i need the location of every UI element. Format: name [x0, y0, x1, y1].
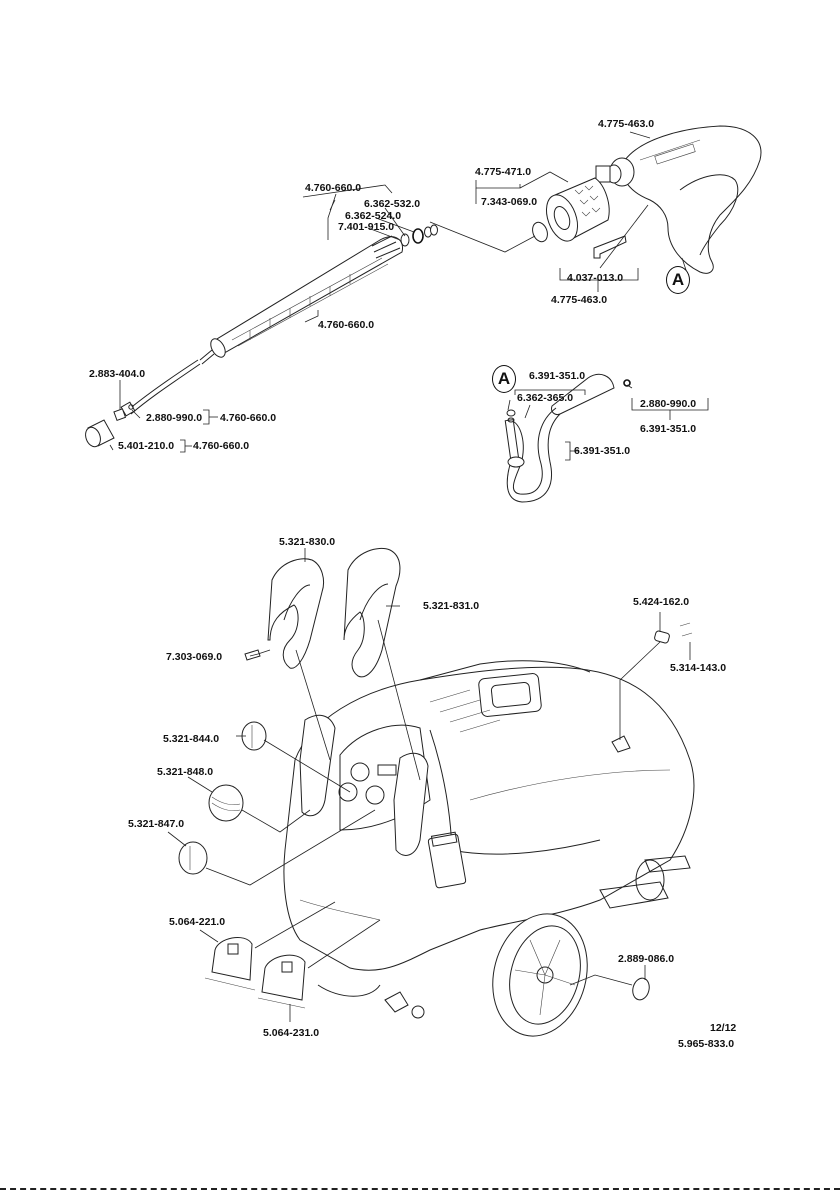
label-knob-1: 5.321-844.0 [163, 733, 220, 745]
label-wheel-cap: 2.889-086.0 [618, 953, 675, 965]
label-gun: 4.775-463.0 [598, 118, 655, 130]
label-lance: 4.760-660.0 [305, 182, 362, 194]
hose-holder-right [343, 547, 401, 678]
callout-a-gun: A [666, 266, 690, 294]
label-trigger-lock: 4.037-013.0 [567, 272, 624, 284]
wheel-cap [632, 977, 650, 1001]
latch [654, 622, 693, 644]
label-pin: 5.314-143.0 [670, 662, 727, 674]
grip-sleeve [545, 177, 610, 242]
hose-o-ring [623, 379, 631, 387]
knob-2 [208, 784, 244, 822]
label-latch: 5.424-162.0 [633, 596, 690, 608]
hose-holder-left [267, 558, 325, 669]
page-number: 12/12 [710, 1022, 737, 1034]
label-holder-right: 5.321-831.0 [423, 600, 480, 612]
label-nozzle-cap: 5.401-210.0 [118, 440, 175, 452]
hose [504, 373, 615, 503]
document-number: 5.965-833.0 [678, 1038, 735, 1050]
label-knob-2: 5.321-848.0 [157, 766, 214, 778]
nozzle-o-ring [128, 404, 134, 410]
label-knob-3: 5.321-847.0 [128, 818, 185, 830]
seals [400, 224, 438, 247]
label-hose-o-ring: 2.880-990.0 [640, 398, 697, 410]
machine-body [283, 660, 695, 1019]
label-lance-body: 4.760-660.0 [318, 319, 375, 331]
label-holder-left: 5.321-830.0 [279, 536, 336, 548]
label-hose: 6.391-351.0 [529, 370, 586, 382]
label-o-ring-1: 6.362-524.0 [345, 210, 402, 222]
label-o-ring-2: 7.401-915.0 [338, 221, 395, 233]
callout-a-hose: A [492, 365, 516, 393]
label-nozzle-o-ring-ref: 4.760-660.0 [220, 412, 277, 424]
spray-gun [595, 125, 762, 274]
wheel [492, 913, 588, 1037]
nozzle-insert [113, 408, 127, 422]
label-gun-kit: 4.775-463.0 [551, 294, 608, 306]
circlip [532, 221, 548, 243]
label-nozzle-insert: 2.883-404.0 [89, 368, 146, 380]
label-nozzle-o-ring: 2.880-990.0 [146, 412, 203, 424]
nozzle-cap [85, 419, 115, 448]
label-grip-sleeve: 4.775-471.0 [475, 166, 532, 178]
label-clip-1: 5.064-221.0 [169, 916, 226, 928]
label-hose-o-ring-ref: 6.391-351.0 [640, 423, 697, 435]
knob-3 [178, 841, 208, 875]
label-screw: 7.303-069.0 [166, 651, 223, 663]
label-nozzle-cap-ref: 4.760-660.0 [193, 440, 250, 452]
clip-2 [257, 954, 306, 1009]
label-hose-body: 6.391-351.0 [574, 445, 631, 457]
label-hose-seal: 6.362-365.0 [517, 392, 574, 404]
page-bottom-rule [0, 1188, 840, 1192]
trigger-lock [593, 235, 627, 259]
clip-1 [204, 936, 256, 991]
label-seal-kit: 6.362-532.0 [364, 198, 421, 210]
label-circlip: 7.343-069.0 [481, 196, 538, 208]
label-clip-2: 5.064-231.0 [263, 1027, 320, 1039]
